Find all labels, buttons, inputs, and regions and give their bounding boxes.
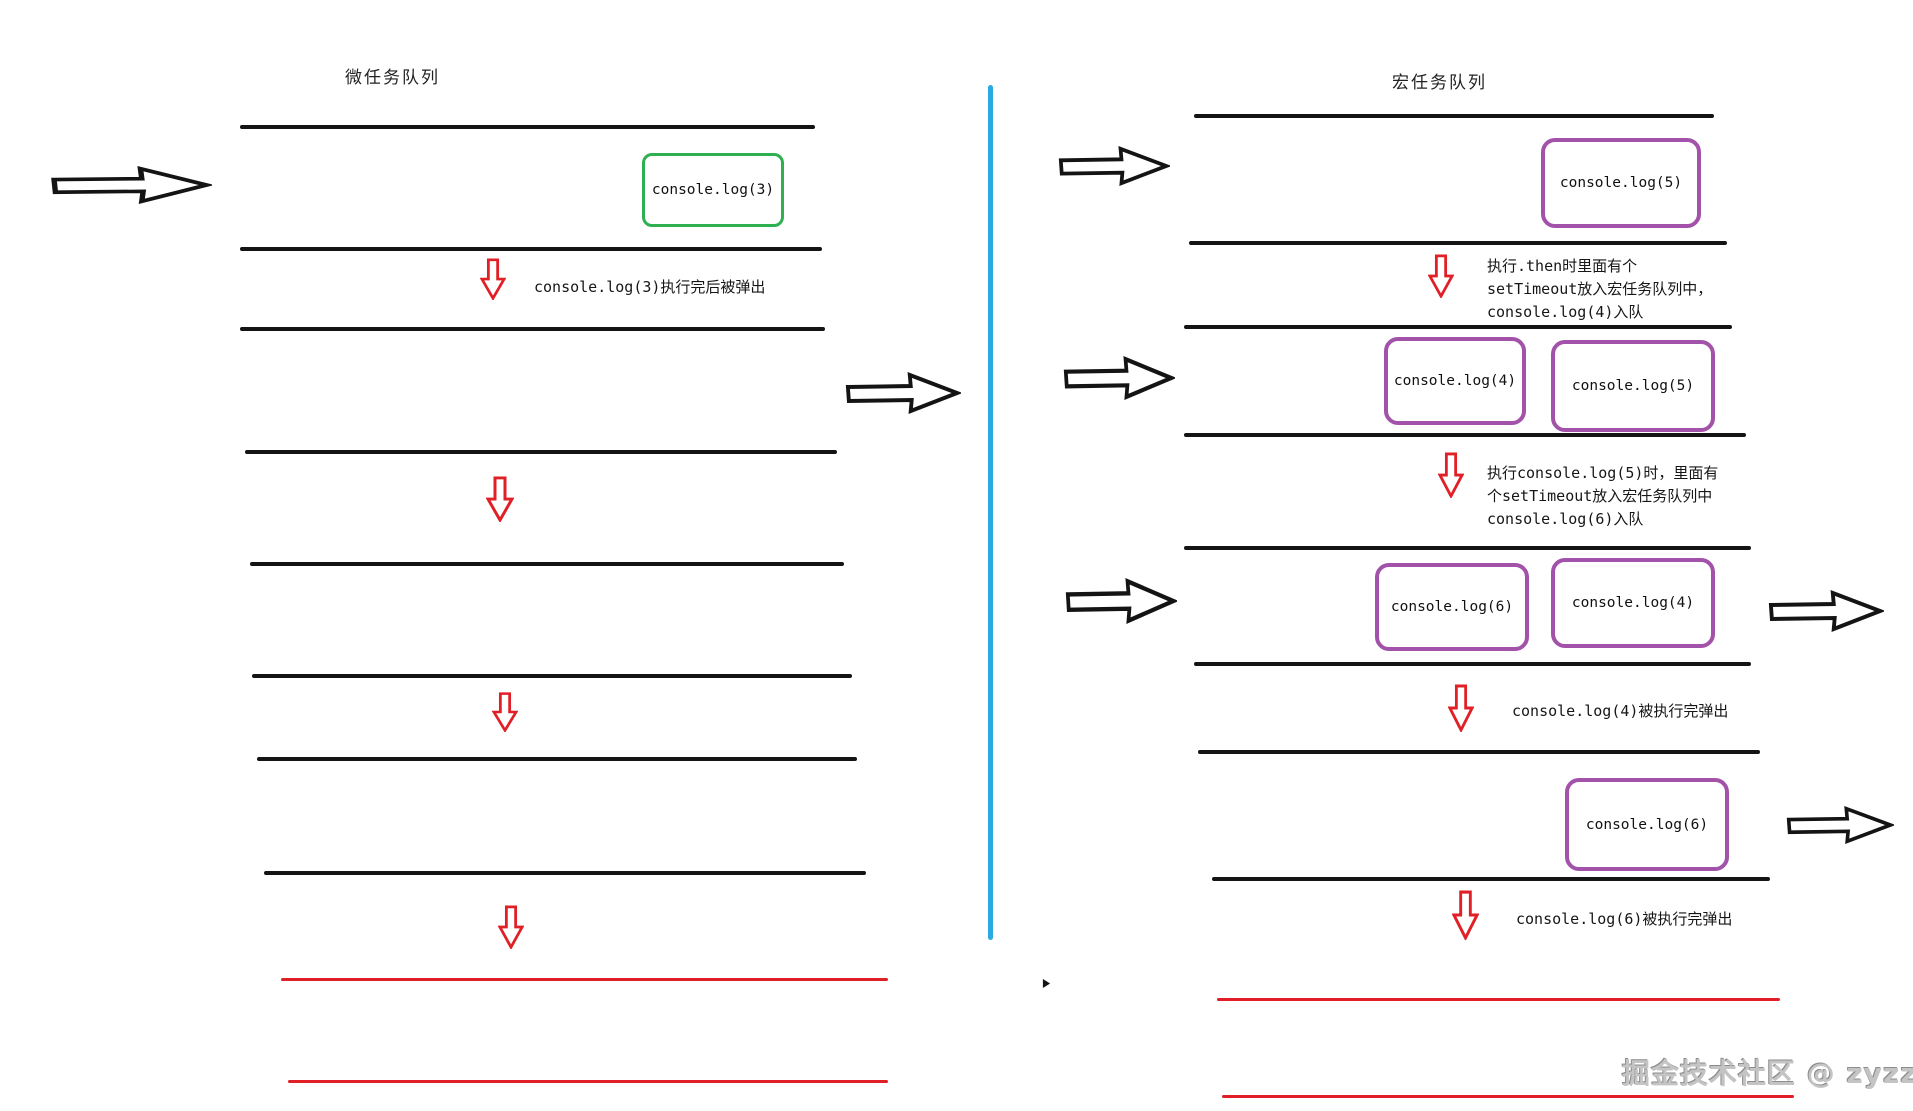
right-arrow-icon xyxy=(1063,356,1175,400)
queue-line xyxy=(250,562,844,566)
cursor-icon xyxy=(1042,978,1051,989)
macrotask-box: console.log(4) xyxy=(1551,558,1715,648)
note-settimeout-log4: 执行.then时里面有个 setTimeout放入宏任务队列中， console… xyxy=(1487,255,1712,324)
queue-line xyxy=(257,757,857,761)
macrotask-box: console.log(6) xyxy=(1565,778,1729,871)
note-line: setTimeout放入宏任务队列中， xyxy=(1487,280,1713,298)
note-line: 个setTimeout放入宏任务队列中 xyxy=(1487,487,1713,505)
queue-line xyxy=(1184,546,1751,550)
queue-line xyxy=(1189,241,1727,245)
down-arrow-icon xyxy=(486,476,514,522)
down-arrow-icon xyxy=(1452,890,1479,940)
queue-line xyxy=(1184,325,1732,329)
macrotask-box: console.log(4) xyxy=(1384,337,1526,425)
right-arrow-icon xyxy=(1058,146,1170,186)
task-box-label: console.log(5) xyxy=(1559,175,1683,191)
queue-line-red xyxy=(281,978,888,981)
right-arrow-icon xyxy=(1786,806,1894,844)
queue-line-red xyxy=(1222,1095,1794,1098)
task-box-label: console.log(4) xyxy=(1393,373,1517,389)
down-arrow-icon xyxy=(1448,684,1474,732)
down-arrow-icon xyxy=(498,905,524,949)
note-line: console.log(6)入队 xyxy=(1487,510,1644,528)
macrotask-queue-title: 宏任务队列 xyxy=(1392,73,1487,93)
queue-line-red xyxy=(1217,998,1780,1001)
note-log6-popped: console.log(6)被执行完弹出 xyxy=(1516,910,1733,928)
microtask-box: console.log(3) xyxy=(642,153,784,227)
queue-line xyxy=(1184,433,1746,437)
queue-line xyxy=(240,247,822,251)
task-box-label: console.log(3) xyxy=(651,182,775,198)
right-arrow-icon xyxy=(1768,590,1884,632)
note-line: 执行console.log(5)时，里面有 xyxy=(1487,464,1719,482)
queue-line xyxy=(1212,877,1770,881)
right-arrow-icon xyxy=(50,166,212,204)
macrotask-box: console.log(6) xyxy=(1375,563,1529,651)
down-arrow-icon xyxy=(1428,254,1454,298)
note-line: console.log(4)入队 xyxy=(1487,303,1644,321)
queue-line xyxy=(252,674,852,678)
queue-line xyxy=(240,125,815,129)
queue-line xyxy=(1194,662,1751,666)
queue-line xyxy=(245,450,837,454)
queue-line xyxy=(264,871,866,875)
note-log4-popped: console.log(4)被执行完弹出 xyxy=(1512,702,1729,720)
right-arrow-icon xyxy=(845,372,961,414)
column-divider xyxy=(988,85,993,940)
task-box-label: console.log(6) xyxy=(1390,599,1514,615)
note-log3-popped: console.log(3)执行完后被弹出 xyxy=(534,278,766,296)
macrotask-box: console.log(5) xyxy=(1551,340,1715,432)
down-arrow-icon xyxy=(480,258,506,300)
task-box-label: console.log(5) xyxy=(1571,378,1695,394)
watermark: 掘金技术社区 @ zyzzzz xyxy=(1622,1057,1913,1090)
note-line: 执行.then时里面有个 xyxy=(1487,257,1638,275)
task-box-label: console.log(4) xyxy=(1571,595,1695,611)
macrotask-box: console.log(5) xyxy=(1541,138,1701,228)
note-settimeout-log6: 执行console.log(5)时，里面有 个setTimeout放入宏任务队列… xyxy=(1487,462,1718,531)
right-arrow-icon xyxy=(1065,578,1177,624)
queue-line xyxy=(1198,750,1760,754)
down-arrow-icon xyxy=(1438,452,1464,498)
task-box-label: console.log(6) xyxy=(1585,816,1709,833)
microtask-queue-title: 微任务队列 xyxy=(345,68,440,88)
queue-line xyxy=(240,327,825,331)
queue-line xyxy=(1194,114,1714,118)
down-arrow-icon xyxy=(492,692,518,732)
queue-line-red xyxy=(288,1080,888,1083)
